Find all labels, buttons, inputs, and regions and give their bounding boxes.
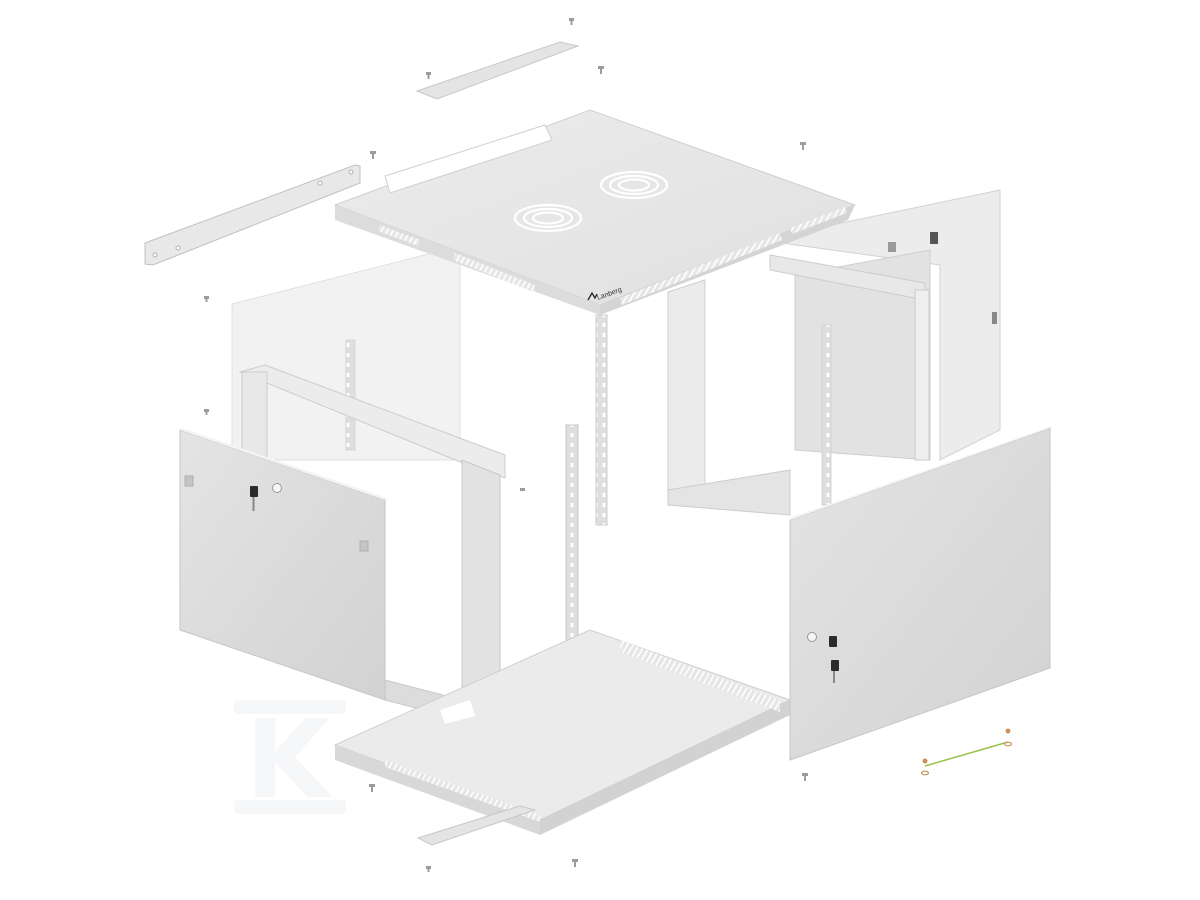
screw-icon xyxy=(370,151,376,159)
screw-icon xyxy=(369,784,375,792)
bottom-panel xyxy=(333,629,792,835)
lock-latch-icon xyxy=(930,232,938,244)
screws xyxy=(204,18,808,872)
screw-icon xyxy=(204,296,209,302)
bottom-cover-strip xyxy=(416,805,537,846)
cable-entry-slot xyxy=(384,124,553,194)
screw-icon xyxy=(598,66,604,74)
left-door xyxy=(179,428,387,701)
fan-grille-icon xyxy=(599,170,669,200)
screw-icon xyxy=(520,488,525,491)
watermark xyxy=(234,700,346,814)
key-icon xyxy=(250,483,282,511)
rear-frame xyxy=(667,189,1001,516)
key-icon xyxy=(807,632,839,683)
screw-icon xyxy=(426,866,431,872)
fan-grille-icon xyxy=(513,203,583,233)
rear-wall-bracket xyxy=(144,164,361,266)
rack-rail-rear xyxy=(595,314,608,526)
screw-icon xyxy=(426,72,431,79)
ground-wire xyxy=(920,728,1013,776)
right-door xyxy=(789,426,1052,761)
screw-icon xyxy=(800,142,806,150)
screw-icon xyxy=(204,409,209,415)
screw-icon xyxy=(802,773,808,781)
screw-icon xyxy=(572,859,578,867)
top-cover-strip xyxy=(415,41,580,100)
screw-icon xyxy=(569,18,574,25)
top-panel: Lanberg xyxy=(333,109,857,315)
